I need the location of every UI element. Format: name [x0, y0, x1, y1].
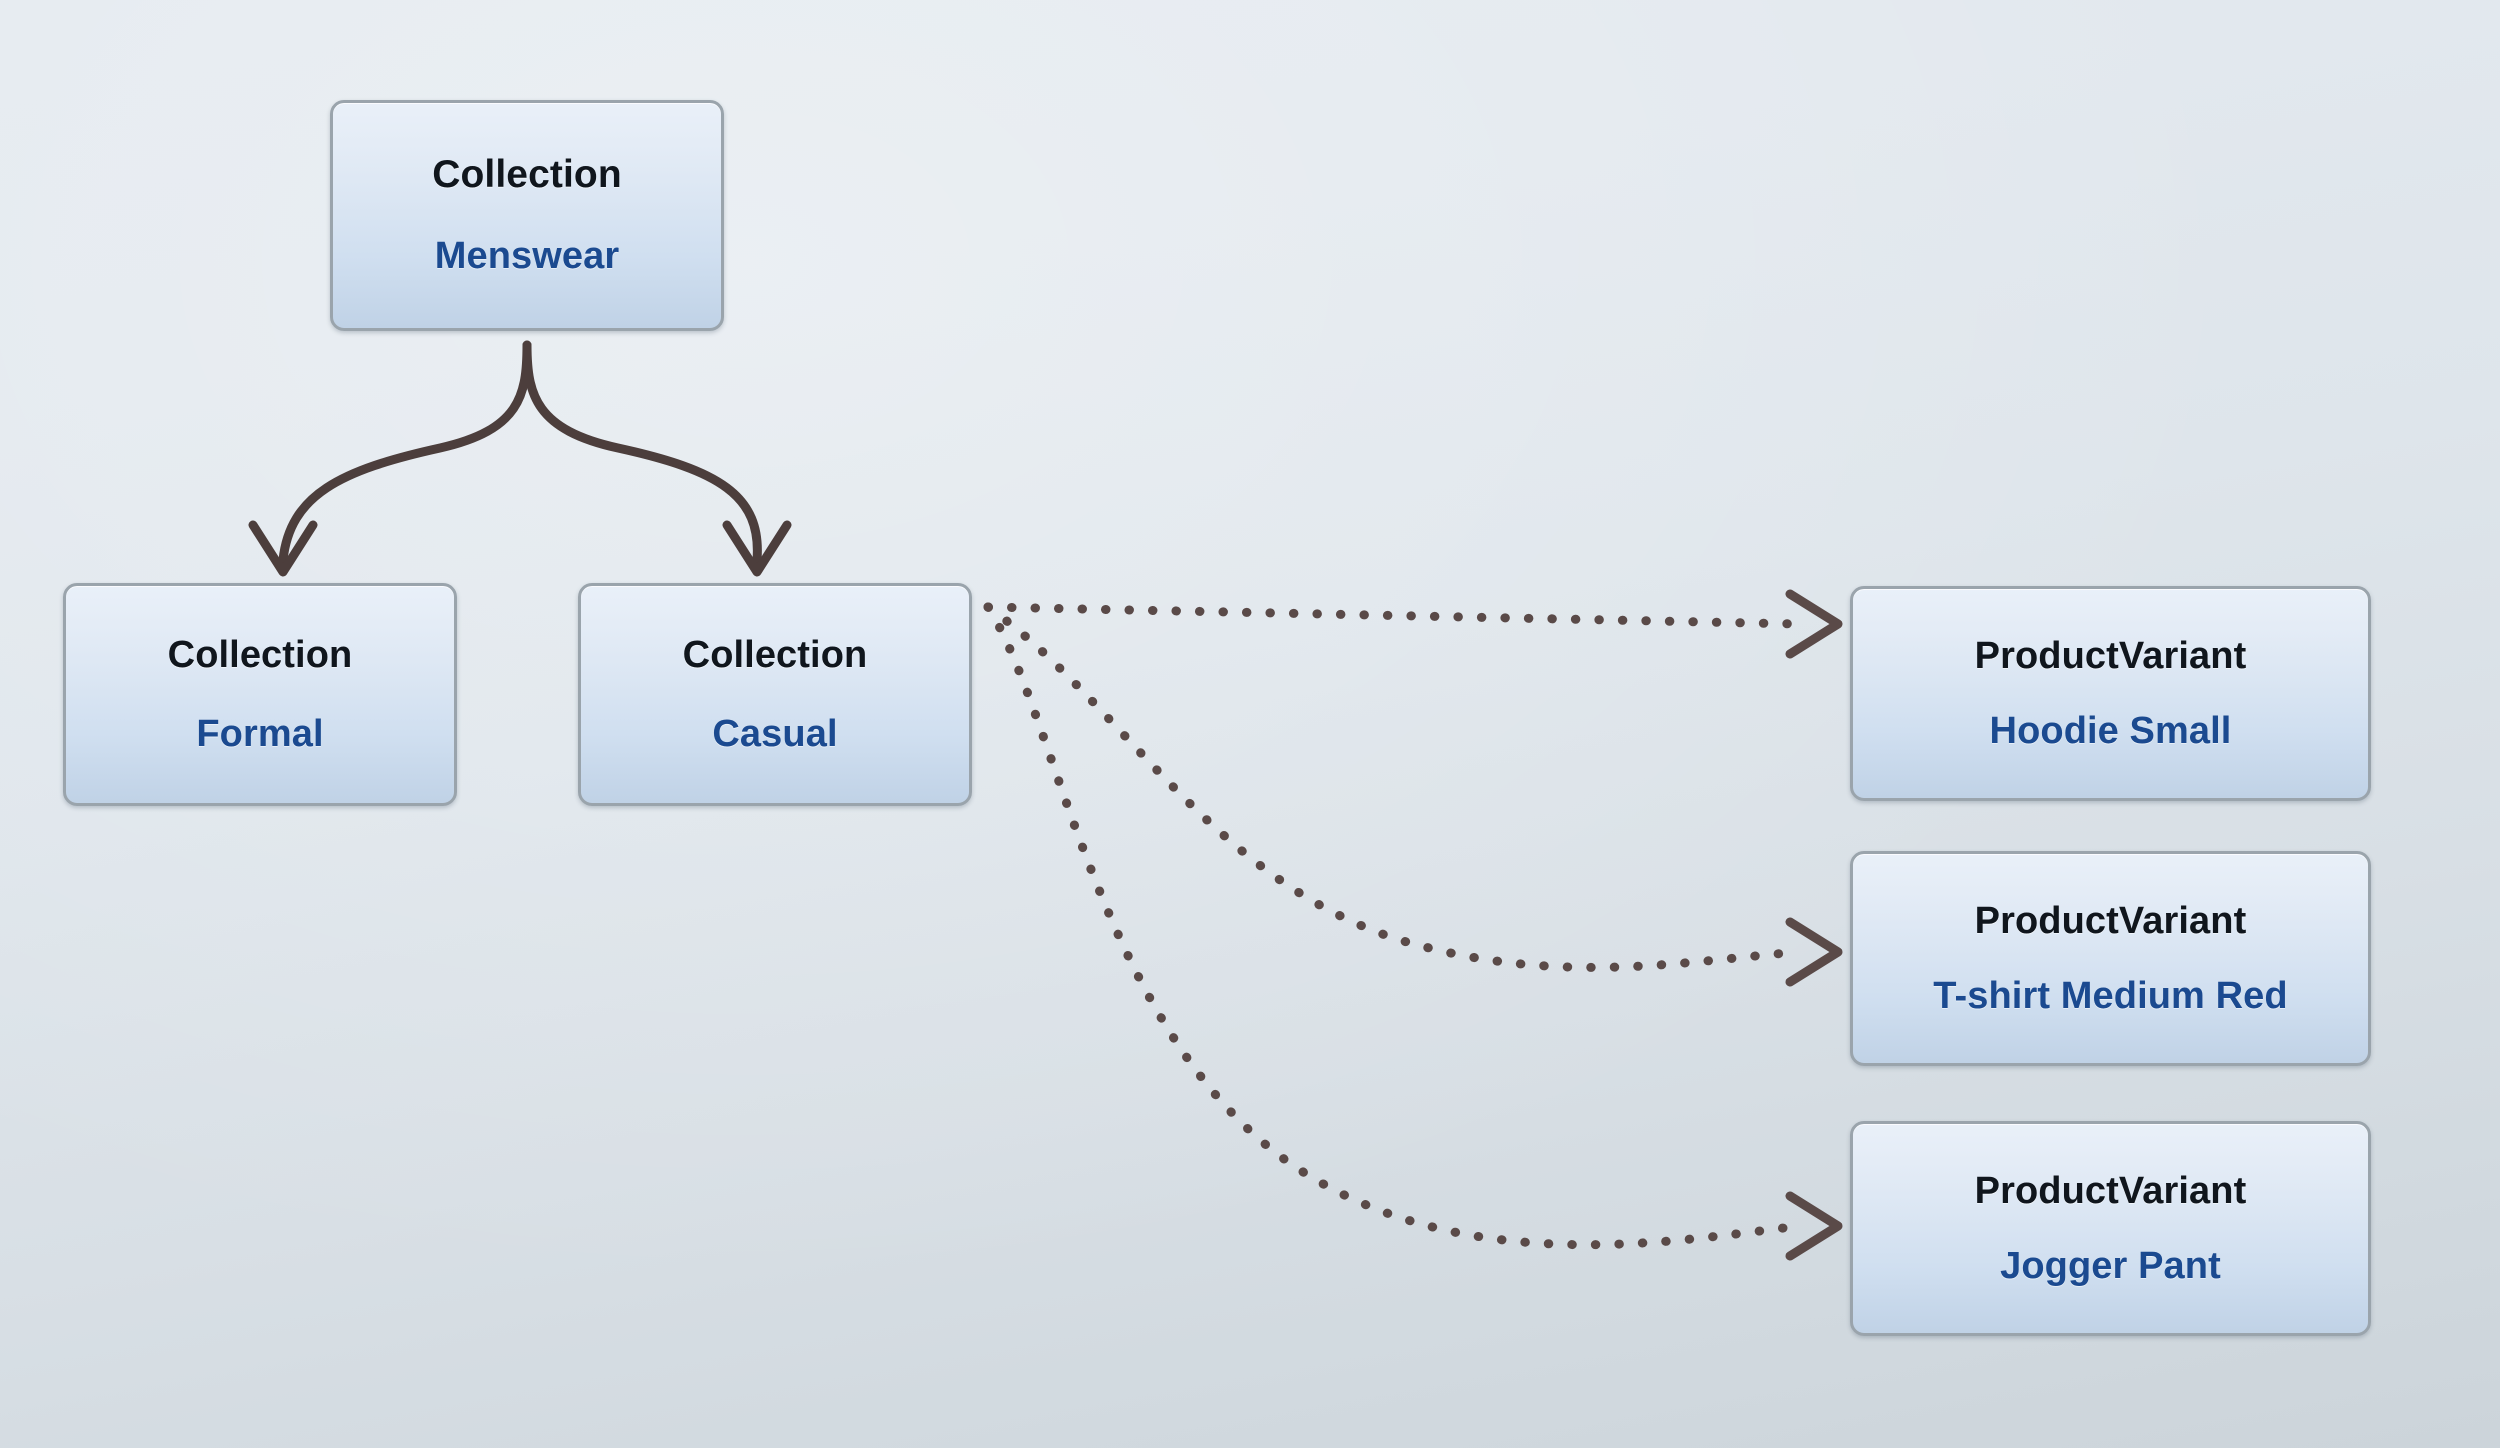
node-type-label: ProductVariant [1974, 634, 2247, 677]
node-value-label: Casual [712, 712, 838, 755]
node-value-label: T-shirt Medium Red [1933, 974, 2288, 1017]
node-type-label: Collection [167, 633, 353, 676]
node-productvariant-tshirt-medium-red[interactable]: ProductVariant T-shirt Medium Red [1850, 851, 2371, 1066]
edge-casual-tshirt [983, 602, 1843, 987]
arrowhead-icon [1785, 589, 1843, 659]
arrowhead-icon [1785, 917, 1843, 987]
node-value-label: Menswear [434, 235, 620, 277]
node-value-label: Hoodie Small [1989, 709, 2232, 752]
arrowhead-icon [722, 520, 792, 577]
node-collection-formal[interactable]: Collection Formal [63, 583, 457, 806]
node-type-label: Collection [682, 633, 868, 676]
edge-menswear-casual [522, 340, 792, 577]
node-productvariant-jogger-pant[interactable]: ProductVariant Jogger Pant [1850, 1121, 2371, 1336]
edge-casual-hoodie [983, 589, 1843, 659]
node-productvariant-hoodie-small[interactable]: ProductVariant Hoodie Small [1850, 586, 2371, 801]
node-type-label: ProductVariant [1974, 899, 2247, 942]
node-collection-menswear[interactable]: Collection Menswear [330, 100, 724, 331]
arrowhead-icon [248, 520, 318, 577]
node-type-label: Collection [432, 153, 622, 196]
node-collection-casual[interactable]: Collection Casual [578, 583, 972, 806]
edge-casual-jogger [983, 602, 1843, 1261]
node-type-label: ProductVariant [1974, 1169, 2247, 1212]
edge-menswear-formal [248, 340, 532, 577]
arrowhead-icon [1785, 1191, 1843, 1261]
node-value-label: Formal [196, 712, 324, 755]
node-value-label: Jogger Pant [2000, 1244, 2221, 1287]
